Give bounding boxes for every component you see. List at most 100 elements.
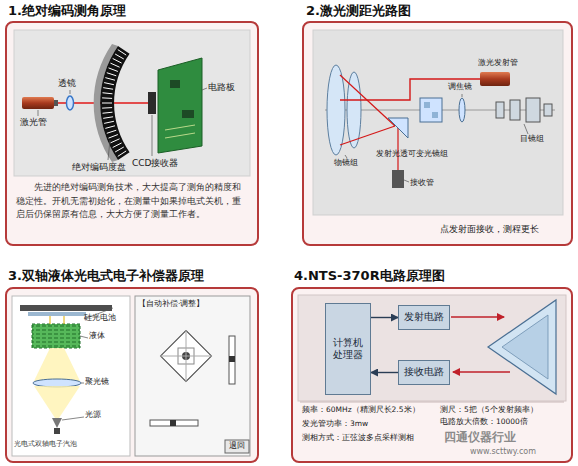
encoder-illustration — [115, 147, 124, 152]
optical-path-illustration — [392, 170, 404, 188]
laser-tube-label: 激光管 — [20, 117, 64, 129]
button-label: 退回 — [226, 441, 248, 451]
circuit-illustration — [502, 315, 548, 379]
cell-label: 硅光电池 — [84, 313, 128, 323]
connector-arrow — [371, 317, 398, 318]
encoder-illustration — [202, 88, 207, 90]
encoder-illustration — [102, 50, 126, 157]
encoder-illustration — [109, 68, 118, 72]
compensator-illustration — [62, 417, 84, 420]
ccd-label: CCD接收器 — [132, 158, 202, 170]
optical-path-illustration — [424, 102, 430, 108]
circuit-illustration — [453, 371, 510, 372]
compensator-illustration — [34, 386, 80, 418]
spec-text: 发光管功率：3mw — [302, 419, 438, 429]
optical-path-illustration — [313, 30, 563, 215]
lens-label: 透镜 — [58, 78, 88, 90]
panel-frame — [6, 22, 258, 245]
connector-arrow — [371, 372, 398, 373]
compensator-illustration — [81, 383, 84, 384]
encoder-illustration — [102, 107, 112, 109]
encoder-illustration — [14, 30, 250, 176]
spec-text: 频率：60MHz（精测尺长2.5米） — [302, 405, 438, 415]
optical-path-illustration — [345, 155, 347, 158]
process-box: 接收电路 — [398, 360, 450, 385]
encoder-illustration — [103, 112, 113, 113]
note: 点发射面接收，测程更长 — [440, 224, 564, 236]
panel-title: 2.激光测距光路图 — [306, 3, 572, 19]
encoder-illustration — [103, 88, 113, 90]
emitter-label: 激光发射管 — [478, 58, 538, 68]
compensator-illustration — [12, 296, 130, 456]
encoder-illustration — [104, 83, 114, 85]
panel: 3.双轴液体光电式电子补偿器原理 — [8, 268, 258, 462]
condenser-label: 聚光镜 — [85, 377, 125, 387]
panel: 4.NTS-370R电路原理图计算机处理器发射电路接收电路 — [294, 268, 572, 462]
encoder-illustration — [54, 100, 58, 106]
process-box: 发射电路 — [398, 305, 450, 330]
optical-path-illustration — [340, 75, 395, 126]
panel-frame — [292, 288, 572, 462]
compensator-illustration — [34, 348, 80, 381]
optical-path-illustration — [313, 30, 563, 215]
panel-title: 1.绝对编码测角原理 — [8, 3, 258, 19]
optical-path-illustration — [340, 126, 395, 145]
panel-title: 3.双轴液体光电式电子补偿器原理 — [8, 268, 258, 284]
optical-path-illustration — [327, 65, 345, 155]
compensator-illustration — [170, 420, 176, 426]
encoder-illustration — [113, 59, 122, 64]
encoder-illustration — [115, 54, 124, 59]
encoder-illustration — [158, 58, 202, 153]
compensator-illustration — [54, 428, 60, 434]
encoder-illustration — [105, 126, 115, 129]
compensator-illustration — [135, 296, 250, 456]
encoder-illustration — [103, 117, 113, 119]
optical-path-illustration — [459, 98, 465, 122]
encoder-illustration — [103, 93, 113, 94]
encoder-illustration — [70, 90, 71, 94]
box-label: 发射电路 — [404, 311, 444, 324]
encoder-illustration — [104, 121, 114, 123]
encoder-illustration — [113, 143, 122, 148]
encoder-illustration — [170, 80, 180, 88]
optical-path-illustration — [420, 98, 442, 122]
description: 先进的绝对编码测角技术，大大提高了测角的精度和稳定性。开机无需初始化，在测量中如… — [16, 181, 248, 222]
optical-path-illustration — [496, 102, 504, 118]
spec-text: 测相方式：正弦波多点采样测相 — [302, 433, 438, 443]
compensator-illustration — [33, 379, 81, 387]
compensator-illustration — [64, 316, 65, 324]
circuit-illustration — [298, 295, 566, 402]
encoder-illustration — [118, 50, 126, 55]
panel-frame — [6, 22, 572, 462]
compensator-illustration — [12, 296, 250, 456]
encoder-illustration — [38, 110, 39, 116]
compensator-illustration — [229, 356, 235, 362]
box-label: 接收电路 — [404, 366, 444, 379]
circuit-illustration — [488, 300, 556, 394]
compensator-illustration — [161, 331, 212, 382]
compensator-illustration — [160, 356, 212, 357]
optical-path-illustration — [524, 124, 528, 134]
screen-title: 【自动补偿·调整】 — [138, 299, 248, 309]
optical-path-illustration — [510, 100, 520, 120]
encoder-illustration — [22, 97, 54, 109]
prism-group-label: 发射光透可变光镜组 — [376, 149, 466, 159]
encoder-illustration — [148, 92, 156, 114]
optical-path-illustration — [526, 98, 540, 122]
circuit-illustration — [298, 295, 566, 401]
figure-caption: 光电式双轴电子汽泡 — [14, 440, 126, 449]
encoder-illustration — [109, 135, 118, 139]
encoder-illustration — [14, 30, 250, 176]
eyepiece-label: 目镜组 — [520, 134, 560, 144]
watermark: www.scttwy.com — [470, 447, 560, 457]
panel: 2.激光测距光路图 — [306, 3, 572, 245]
circuit-illustration — [300, 402, 564, 403]
receiver-label: 接收管 — [410, 178, 450, 188]
circuit-illustration — [451, 316, 504, 317]
circuit-board-label: 电路板 — [208, 82, 248, 94]
encoder-illustration — [118, 151, 126, 156]
panel-frame — [303, 22, 572, 245]
encoder-illustration — [102, 103, 112, 104]
focus-lens-label: 调焦镜 — [448, 82, 488, 92]
process-box: 计算机处理器 — [325, 303, 371, 395]
